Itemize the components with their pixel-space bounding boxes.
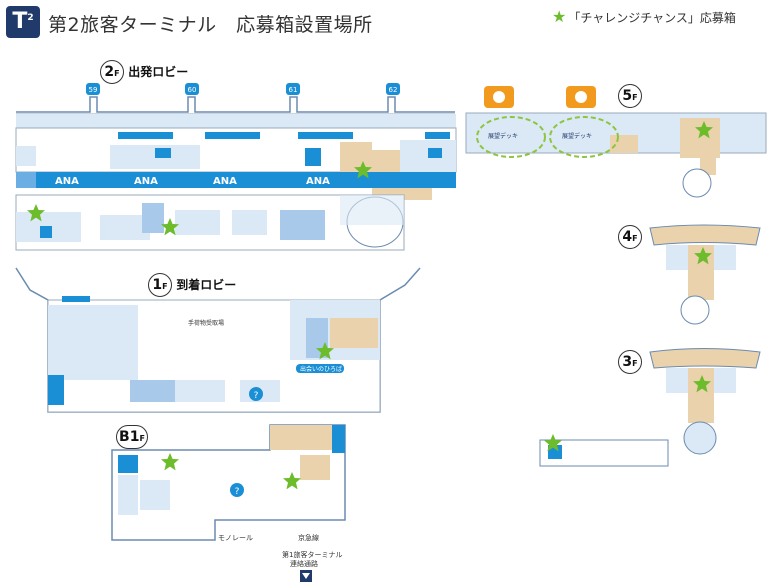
deck-label-left: 展望デッキ	[488, 132, 518, 140]
floor-1f-map: 手荷物受取場 出会いのひろば ?	[15, 267, 421, 413]
deck-label-right: 展望デッキ	[562, 132, 592, 140]
legend-label: 「チャレンジチャンス」応募箱	[568, 11, 736, 25]
floor-5f-circle: 5F	[618, 84, 642, 108]
floor-1f-label: 1F 到着ロビー	[148, 273, 236, 297]
gate-60: 60	[185, 83, 199, 95]
baggage-claim-label: 手荷物受取場	[188, 319, 224, 327]
floor-b1f-map: ? モノレール 京急線 第1旅客ターミナル 連絡通路	[111, 424, 346, 582]
floor-2f-label: 2F 出発ロビー	[100, 60, 188, 84]
floor-b1-label: B1F	[116, 425, 148, 449]
connect-label-2: 連絡通路	[290, 559, 318, 568]
connect-label-1: 第1旅客ターミナル	[282, 550, 342, 559]
svg-text:59: 59	[89, 86, 98, 94]
ana-label-4: ANA	[306, 176, 330, 187]
floor-5f-map: 展望デッキ 展望デッキ	[465, 86, 767, 198]
monorail-label: モノレール	[218, 534, 253, 542]
page-title: 第2旅客ターミナル 応募箱設置場所	[48, 14, 373, 36]
meeting-plaza-label: 出会いのひろば	[300, 365, 342, 373]
floor-b1-circle: B1F	[116, 425, 148, 449]
ana-label-2: ANA	[134, 176, 158, 187]
floor-4f-circle: 4F	[618, 225, 642, 249]
svg-text:?: ?	[235, 487, 240, 497]
ana-label-1: ANA	[55, 176, 79, 187]
floor-1f-circle: 1F	[148, 273, 172, 297]
floor-4f-map	[649, 224, 761, 325]
floor-3f-label: 3F	[618, 350, 642, 374]
svg-text:62: 62	[389, 86, 398, 94]
svg-text:60: 60	[188, 86, 197, 94]
svg-text:?: ?	[254, 391, 259, 401]
gate-59: 59	[86, 83, 100, 95]
floor-1f-name: 到着ロビー	[176, 278, 237, 292]
ana-label-3: ANA	[213, 176, 237, 187]
floor-2f-map: 59 60 61 62 ANA ANA ANA ANA	[15, 83, 457, 251]
terminal-badge: T2	[6, 6, 40, 38]
gate-62: 62	[386, 83, 400, 95]
svg-text:61: 61	[289, 86, 298, 94]
legend: ★「チャレンジチャンス」応募箱	[552, 7, 736, 26]
keikyu-label: 京急線	[298, 533, 319, 542]
badge-letter: T	[12, 9, 28, 34]
floor-4f-label: 4F	[618, 225, 642, 249]
floor-3f-map	[539, 348, 761, 467]
floor-2f-circle: 2F	[100, 60, 124, 84]
badge-number: 2	[27, 13, 34, 23]
floor-5f-label: 5F	[618, 84, 642, 108]
gate-61: 61	[286, 83, 300, 95]
floor-2f-name: 出発ロビー	[128, 65, 189, 79]
star-icon: ★	[552, 7, 567, 26]
floor-3f-circle: 3F	[618, 350, 642, 374]
